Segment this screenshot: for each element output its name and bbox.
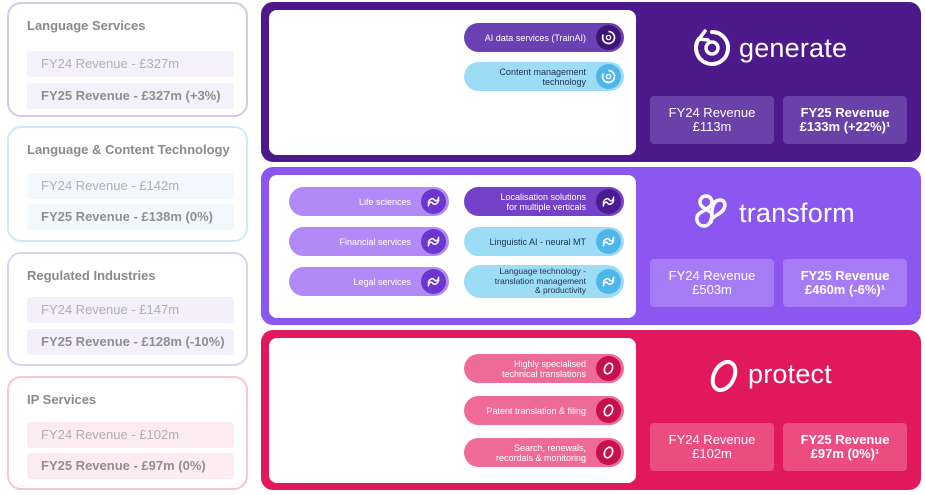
segment-fy24-revenue: FY24 Revenue - £147m bbox=[27, 297, 234, 323]
service-label: Content management technology bbox=[499, 66, 586, 87]
revenue-label: FY25 Revenue bbox=[800, 268, 890, 283]
service-pill-patent-translation: Patent translation & filing bbox=[464, 396, 624, 425]
generate-logo-icon bbox=[694, 29, 730, 66]
service-label: Language technology - translation manage… bbox=[494, 266, 586, 296]
service-pill-technical-translations: Highly specialised technical translation… bbox=[464, 354, 624, 383]
revenue-value: £133m (+22%)¹ bbox=[799, 119, 891, 134]
protect-fy25-revenue: FY25 Revenue £97m (0%)¹ bbox=[783, 423, 907, 471]
generate-fy24-revenue: FY24 Revenue £113m bbox=[650, 96, 774, 144]
service-label: Patent translation & filing bbox=[486, 405, 586, 416]
transform-fy24-revenue: FY24 Revenue £503m bbox=[650, 259, 774, 307]
service-label: Life sciences bbox=[358, 196, 411, 207]
revenue-label: FY24 Revenue bbox=[668, 105, 756, 120]
segment-fy24-revenue: FY24 Revenue - £142m bbox=[27, 173, 234, 199]
revenue-label: FY24 Revenue bbox=[668, 432, 756, 447]
wave-loop-icon bbox=[596, 229, 621, 254]
service-pill-language-technology: Language technology - translation manage… bbox=[464, 265, 624, 298]
transform-services-box: Life sciences Financial services Legal s… bbox=[269, 175, 636, 318]
service-label: Highly specialised technical translation… bbox=[501, 358, 586, 379]
segment-fy24-revenue: FY24 Revenue - £102m bbox=[27, 422, 234, 448]
generate-services-box: AI data services (TrainAI) Content manag… bbox=[269, 10, 636, 155]
generate-title: generate bbox=[739, 32, 848, 63]
segment-title: IP Services bbox=[27, 392, 97, 407]
service-pill-search-renewals: Search, renewals, recordals & monitoring bbox=[464, 438, 624, 467]
service-label: Search, renewals, recordals & monitoring bbox=[495, 442, 586, 463]
generate-fy25-revenue: FY25 Revenue £133m (+22%)¹ bbox=[783, 96, 907, 144]
revenue-value: £113m bbox=[692, 119, 732, 134]
segment-card-language-services: Language Services FY24 Revenue - £327m F… bbox=[7, 2, 248, 117]
segment-fy25-revenue: FY25 Revenue - £327m (+3%) bbox=[27, 83, 234, 109]
segment-title: Language Services bbox=[27, 18, 146, 33]
segment-card-ip-services: IP Services FY24 Revenue - £102m FY25 Re… bbox=[7, 376, 248, 490]
transform-title: transform bbox=[739, 197, 855, 228]
segment-card-regulated-industries: Regulated Industries FY24 Revenue - £147… bbox=[7, 252, 248, 366]
transform-logo-icon bbox=[695, 194, 727, 228]
wave-loop-icon bbox=[596, 269, 621, 294]
revenue-value: £97m (0%)¹ bbox=[810, 446, 880, 461]
service-label: Localisation solutions for multiple vert… bbox=[500, 191, 586, 212]
service-pill-life-sciences: Life sciences bbox=[289, 187, 449, 216]
service-pill-content-management: Content management technology bbox=[464, 62, 624, 91]
revenue-value: £503m bbox=[692, 282, 732, 297]
revenue-value: £460m (-6%)¹ bbox=[804, 282, 886, 297]
protect-fy24-revenue: FY24 Revenue £102m bbox=[650, 423, 774, 471]
segment-fy25-revenue: FY25 Revenue - £138m (0%) bbox=[27, 204, 234, 230]
service-pill-financial-services: Financial services bbox=[289, 227, 449, 256]
service-pill-linguistic-ai: Linguistic AI - neural MT bbox=[464, 227, 624, 256]
protect-title: protect bbox=[748, 358, 832, 389]
revenue-value: £102m bbox=[692, 446, 732, 461]
service-label: AI data services (TrainAI) bbox=[484, 32, 586, 43]
service-label: Legal services bbox=[353, 276, 411, 287]
oval-ring-icon bbox=[596, 398, 621, 423]
transform-panel: Life sciences Financial services Legal s… bbox=[261, 167, 921, 325]
circular-arrows-icon bbox=[596, 64, 621, 89]
service-label: Financial services bbox=[339, 236, 411, 247]
segment-card-language-content-technology: Language & Content Technology FY24 Reven… bbox=[7, 126, 248, 242]
segment-fy25-revenue: FY25 Revenue - £128m (-10%) bbox=[27, 329, 234, 355]
service-pill-ai-data-services: AI data services (TrainAI) bbox=[464, 23, 624, 52]
circular-arrows-icon bbox=[596, 25, 621, 50]
generate-brand: generate bbox=[691, 26, 847, 70]
oval-ring-icon bbox=[596, 356, 621, 381]
protect-services-box: Highly specialised technical translation… bbox=[269, 338, 636, 483]
protect-panel: Highly specialised technical translation… bbox=[261, 330, 921, 490]
revenue-label: FY25 Revenue bbox=[800, 432, 890, 447]
wave-loop-icon bbox=[596, 189, 621, 214]
transform-fy25-revenue: FY25 Revenue £460m (-6%)¹ bbox=[783, 259, 907, 307]
protect-logo-icon bbox=[710, 359, 738, 393]
service-pill-localisation-solutions: Localisation solutions for multiple vert… bbox=[464, 187, 624, 216]
wave-loop-icon bbox=[421, 189, 446, 214]
wave-loop-icon bbox=[421, 269, 446, 294]
transform-brand: transform bbox=[691, 191, 855, 235]
oval-ring-icon bbox=[596, 440, 621, 465]
service-pill-legal-services: Legal services bbox=[289, 267, 449, 296]
segment-title: Regulated Industries bbox=[27, 268, 156, 283]
revenue-label: FY25 Revenue bbox=[800, 105, 890, 120]
segment-fy24-revenue: FY24 Revenue - £327m bbox=[27, 51, 234, 77]
segment-fy25-revenue: FY25 Revenue - £97m (0%) bbox=[27, 453, 234, 479]
segment-title: Language & Content Technology bbox=[27, 142, 230, 157]
service-label: Linguistic AI - neural MT bbox=[489, 236, 586, 247]
protect-brand: protect bbox=[706, 352, 832, 396]
revenue-label: FY24 Revenue bbox=[668, 268, 756, 283]
generate-panel: AI data services (TrainAI) Content manag… bbox=[261, 2, 921, 162]
wave-loop-icon bbox=[421, 229, 446, 254]
